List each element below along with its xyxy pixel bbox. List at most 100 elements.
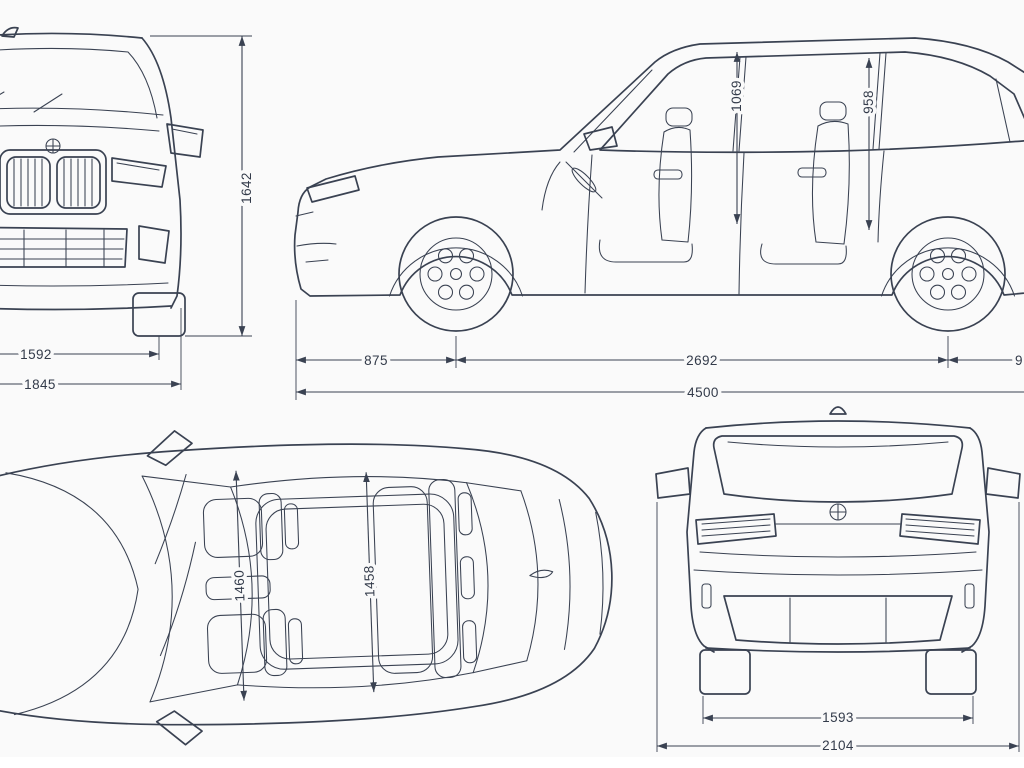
kidney-grille-left xyxy=(6,156,51,209)
reflector-left xyxy=(701,583,712,609)
taillight-right-slats xyxy=(905,518,975,537)
dim-label-interior-width-rear: 1458 xyxy=(361,565,377,597)
brand-roundel-rear-quadrants xyxy=(829,503,847,521)
top-hood-line xyxy=(5,472,139,716)
rear-wheel xyxy=(890,216,1006,332)
front-roof-line xyxy=(0,32,143,39)
dim-label-rear-track: 1593 xyxy=(822,710,854,725)
bench-back xyxy=(428,479,462,679)
top-front-seats xyxy=(202,493,304,677)
rear-tire-right xyxy=(925,649,977,695)
length-extension-lines xyxy=(295,300,949,400)
front-seat-headrest xyxy=(665,107,693,127)
taillight-right xyxy=(899,513,981,545)
interior-width-rear-line xyxy=(363,472,377,693)
taillight-left-slats xyxy=(701,518,771,537)
rear-antenna-fin xyxy=(829,406,847,415)
rear-seat-cushion xyxy=(760,243,847,265)
rear-width-extension-lines xyxy=(656,502,1020,752)
sunroof-outer xyxy=(255,493,459,670)
front-hood-crease xyxy=(0,124,160,132)
front-right-mirror-inner xyxy=(171,128,198,135)
rear-roof-line xyxy=(705,420,971,429)
kidney-grille-left-bars xyxy=(13,158,43,207)
steering-wheel xyxy=(565,161,603,199)
front-right-side xyxy=(141,37,182,309)
kidney-grille-right xyxy=(56,156,101,209)
rear-window xyxy=(712,435,964,503)
front-windshield-top xyxy=(0,47,158,119)
front-lower-intake-slats xyxy=(0,229,125,268)
rear-tire-left xyxy=(699,649,751,695)
side-glasshouse xyxy=(599,51,1024,154)
bench-cushion xyxy=(372,486,434,674)
rear-mirror-left xyxy=(655,467,691,499)
dim-label-interior-width-front: 1460 xyxy=(231,570,247,602)
rear-tire xyxy=(890,216,1006,332)
rear-window-inner xyxy=(727,441,949,448)
front-view: 1642 1592 1845 xyxy=(0,26,258,396)
front-spokes xyxy=(427,248,485,300)
bench-headrest xyxy=(459,556,475,600)
rear-left-side xyxy=(686,427,715,653)
rear-mirror-right xyxy=(985,467,1021,499)
top-antenna-fin xyxy=(529,569,554,579)
seat-cushion xyxy=(206,613,268,674)
front-wheel xyxy=(398,216,514,332)
seat-headrest xyxy=(283,503,300,550)
front-lower-intake xyxy=(0,226,128,268)
top-rear-window-front-edge xyxy=(466,482,489,674)
tailgate-crease xyxy=(699,551,977,558)
bench-headrest xyxy=(457,492,473,536)
rear-seat-back xyxy=(811,120,850,245)
wiper-blades xyxy=(0,91,63,113)
top-spoiler-line xyxy=(558,498,571,650)
seat-headrest xyxy=(287,618,304,665)
reflector-right xyxy=(964,583,975,609)
top-rear-bench xyxy=(372,479,478,679)
top-mirror-left xyxy=(146,430,193,467)
seat-back xyxy=(258,493,284,561)
door-handle-rear xyxy=(797,167,827,178)
bench-headrest xyxy=(462,620,478,664)
side-view: 1069 958 875 2692 9 4500 xyxy=(293,37,1024,404)
top-windshield-base xyxy=(141,475,173,703)
steering-wheel-rim xyxy=(571,167,597,193)
front-rim xyxy=(419,237,493,311)
rear-right-side xyxy=(961,427,990,653)
side-front-details xyxy=(295,211,337,263)
rear-diffuser-detail xyxy=(789,597,887,643)
front-cowl-line xyxy=(0,107,164,116)
grille-surround xyxy=(0,149,107,215)
front-bumper-bottom xyxy=(0,305,172,311)
side-headlight xyxy=(306,175,360,203)
rear-rim xyxy=(911,237,985,311)
brand-roundel-front-quadrants xyxy=(45,138,61,154)
dim-label-overall-height: 1642 xyxy=(239,172,254,204)
windshield-inner-line xyxy=(573,69,653,153)
side-body-outline xyxy=(293,37,1024,297)
dim-label-interior-height-rear: 958 xyxy=(861,90,876,114)
side-mirror xyxy=(583,126,618,151)
rear-seat-profile xyxy=(760,101,850,265)
front-headlight-right xyxy=(111,157,167,188)
seat-back xyxy=(262,608,288,677)
dim-label-track-width: 1592 xyxy=(20,347,52,362)
kidney-grille-right-bars xyxy=(63,158,93,207)
front-hub xyxy=(449,267,463,281)
rear-hub xyxy=(941,267,955,281)
front-seat-back xyxy=(658,126,693,243)
dim-label-front-overhang: 875 xyxy=(364,353,388,368)
top-mirror-right xyxy=(155,710,203,746)
rear-spokes xyxy=(919,248,977,300)
top-wipers xyxy=(154,473,196,657)
front-seat-profile xyxy=(598,107,693,263)
door-cut-lines xyxy=(584,150,885,295)
height-extension-lines xyxy=(150,35,252,337)
front-side-vent xyxy=(138,225,170,264)
top-a-pillars xyxy=(141,475,238,703)
dim-label-wheelbase: 2692 xyxy=(686,353,718,368)
wheel-arch-cladding xyxy=(388,247,1016,297)
front-tire xyxy=(398,216,514,332)
